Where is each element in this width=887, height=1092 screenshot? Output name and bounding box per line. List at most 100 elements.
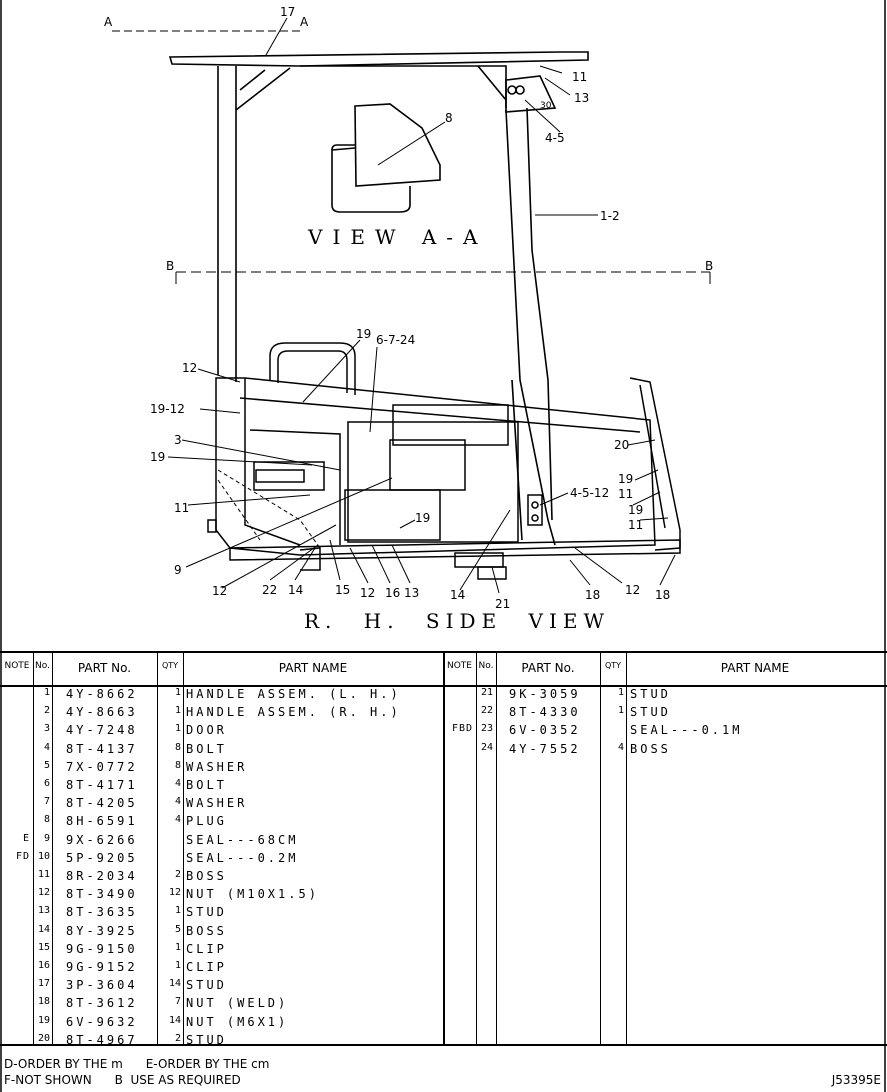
table-cell-no: 19 xyxy=(37,1014,50,1026)
table-cell-note: FBD xyxy=(451,723,473,735)
table-cell-qty: 12 xyxy=(168,887,181,899)
callout: 18 xyxy=(655,588,670,602)
table-cell-no: 13 xyxy=(37,905,50,917)
table-cell-name: BOSS xyxy=(630,741,671,756)
table-cell-note xyxy=(2,1033,30,1051)
table-cell-qty xyxy=(157,833,181,851)
table-cell-part-no: 5P-9205 xyxy=(66,850,138,865)
rh-side-view-title: R. H. SIDE VIEW xyxy=(304,609,610,633)
callout: 19 xyxy=(150,450,165,464)
table-cell-part-no: 8T-4330 xyxy=(509,705,581,720)
header-no-right: No. xyxy=(478,661,494,671)
callout: 11 xyxy=(572,70,587,84)
table-cell-name: WASHER xyxy=(186,796,248,811)
callout: 4-5-12 xyxy=(570,486,609,500)
table-cell-qty: 1 xyxy=(174,905,181,917)
section-a-left: A xyxy=(104,15,113,29)
table-cell-no: 18 xyxy=(37,996,50,1008)
table-cell-note xyxy=(2,705,30,723)
table-cell-qty: 2 xyxy=(174,1032,181,1044)
table-cell-part-no: 3P-3604 xyxy=(66,978,138,993)
table-cell-part-no: 8T-4171 xyxy=(66,778,138,792)
parts-table: NOTE No. PART No. QTY PART NAME NOTE No.… xyxy=(0,651,887,1047)
table-cell-qty: 14 xyxy=(168,978,181,990)
section-markers: A A B B xyxy=(104,15,713,273)
callout: 13 xyxy=(404,586,419,600)
table-cell-qty: 5 xyxy=(174,923,181,935)
table-cell-part-no: 9G-9150 xyxy=(66,941,138,956)
table-cell-name: BOSS xyxy=(186,869,227,883)
table-cell-part-no: 9K-3059 xyxy=(509,687,581,701)
table-cell-qty: 8 xyxy=(174,741,181,753)
table-cell-name: SEAL---0.1M xyxy=(630,723,743,738)
table-cell-note xyxy=(2,978,30,996)
callout: 22 xyxy=(262,583,277,597)
table-cell-qty: 2 xyxy=(174,869,181,880)
callout: 19 xyxy=(415,511,430,525)
callout: 12 xyxy=(360,586,375,600)
table-cell-qty: 1 xyxy=(174,705,181,717)
leader-lines xyxy=(167,17,676,594)
table-cell-name: DOOR xyxy=(186,723,227,738)
table-cell-name: HANDLE ASSEM. (R. H.) xyxy=(186,705,401,720)
callout: 12 xyxy=(212,584,227,598)
table-cell-note xyxy=(2,942,30,960)
table-cell-qty: 14 xyxy=(168,1014,181,1026)
table-cell-part-no: 8T-3490 xyxy=(66,887,138,902)
table-cell-note xyxy=(445,705,473,723)
table-cell-no: 11 xyxy=(37,869,50,880)
table-cell-qty: 1 xyxy=(174,960,181,971)
table-cell-no: 4 xyxy=(43,741,50,753)
callout: 20 xyxy=(614,438,629,452)
table-cell-qty: 4 xyxy=(617,741,624,753)
table-cell-note xyxy=(2,905,30,923)
header-part-no-right: PART No. xyxy=(521,661,575,675)
table-cell-part-no: 9G-9152 xyxy=(66,960,138,974)
section-b-left: B xyxy=(166,259,174,273)
callout: 19-12 xyxy=(150,402,185,416)
table-cell-name: STUD xyxy=(630,687,671,701)
view-aa-title: VIEW A-A xyxy=(307,225,488,249)
table-cell-part-no: 7X-0772 xyxy=(66,759,138,774)
section-a-right: A xyxy=(300,15,309,29)
table-cell-no: 17 xyxy=(37,978,50,990)
table-cell-note xyxy=(2,924,30,942)
table-cell-qty: 7 xyxy=(174,996,181,1008)
callout: 14 xyxy=(450,588,465,602)
header-part-name-right: PART NAME xyxy=(720,661,790,675)
callout: 14 xyxy=(288,583,303,597)
table-cell-no: 23 xyxy=(480,723,493,735)
table-cell-note xyxy=(2,887,30,905)
table-cell-name: BOLT xyxy=(186,741,227,756)
table-cell-no: 20 xyxy=(37,1032,50,1044)
table-cell-qty xyxy=(157,851,181,869)
table-cell-qty: 8 xyxy=(174,759,181,771)
table-cell-name: CLIP xyxy=(186,941,227,956)
table-cell-note xyxy=(2,1015,30,1033)
header-no: No. xyxy=(35,661,50,671)
callout: 11 xyxy=(174,501,189,515)
table-cell-no: 2 xyxy=(43,705,50,717)
table-cell-part-no: 4Y-7248 xyxy=(66,723,138,738)
table-cell-name: NUT (WELD) xyxy=(186,996,289,1011)
table-cell-no: 22 xyxy=(480,705,493,717)
table-cell-no: 16 xyxy=(37,960,50,971)
callout: 6-7-24 xyxy=(376,333,415,347)
table-cell-note xyxy=(2,723,30,741)
rh-side-view-drawing xyxy=(207,342,681,580)
table-cell-qty: 4 xyxy=(174,814,181,826)
callout: 11 xyxy=(618,487,633,501)
table-cell-part-no: 4Y-8663 xyxy=(66,705,138,720)
table-cell-qty: 1 xyxy=(617,705,624,717)
table-cell-name: CLIP xyxy=(186,960,227,974)
table-cell-note: FD xyxy=(15,850,30,862)
legend-line-2: F-NOT SHOWN B USE AS REQUIRED xyxy=(4,1073,241,1087)
table-cell-name: PLUG xyxy=(186,814,227,829)
table-cell-part-no: 4Y-7552 xyxy=(509,741,581,756)
table-cell-note xyxy=(2,760,30,778)
table-cell-part-no: 6V-9632 xyxy=(66,1014,138,1029)
table-cell-name: BOLT xyxy=(186,778,227,792)
table-cell-note xyxy=(2,996,30,1014)
table-cell-note xyxy=(445,742,473,760)
table-cell-no: 3 xyxy=(43,723,50,735)
